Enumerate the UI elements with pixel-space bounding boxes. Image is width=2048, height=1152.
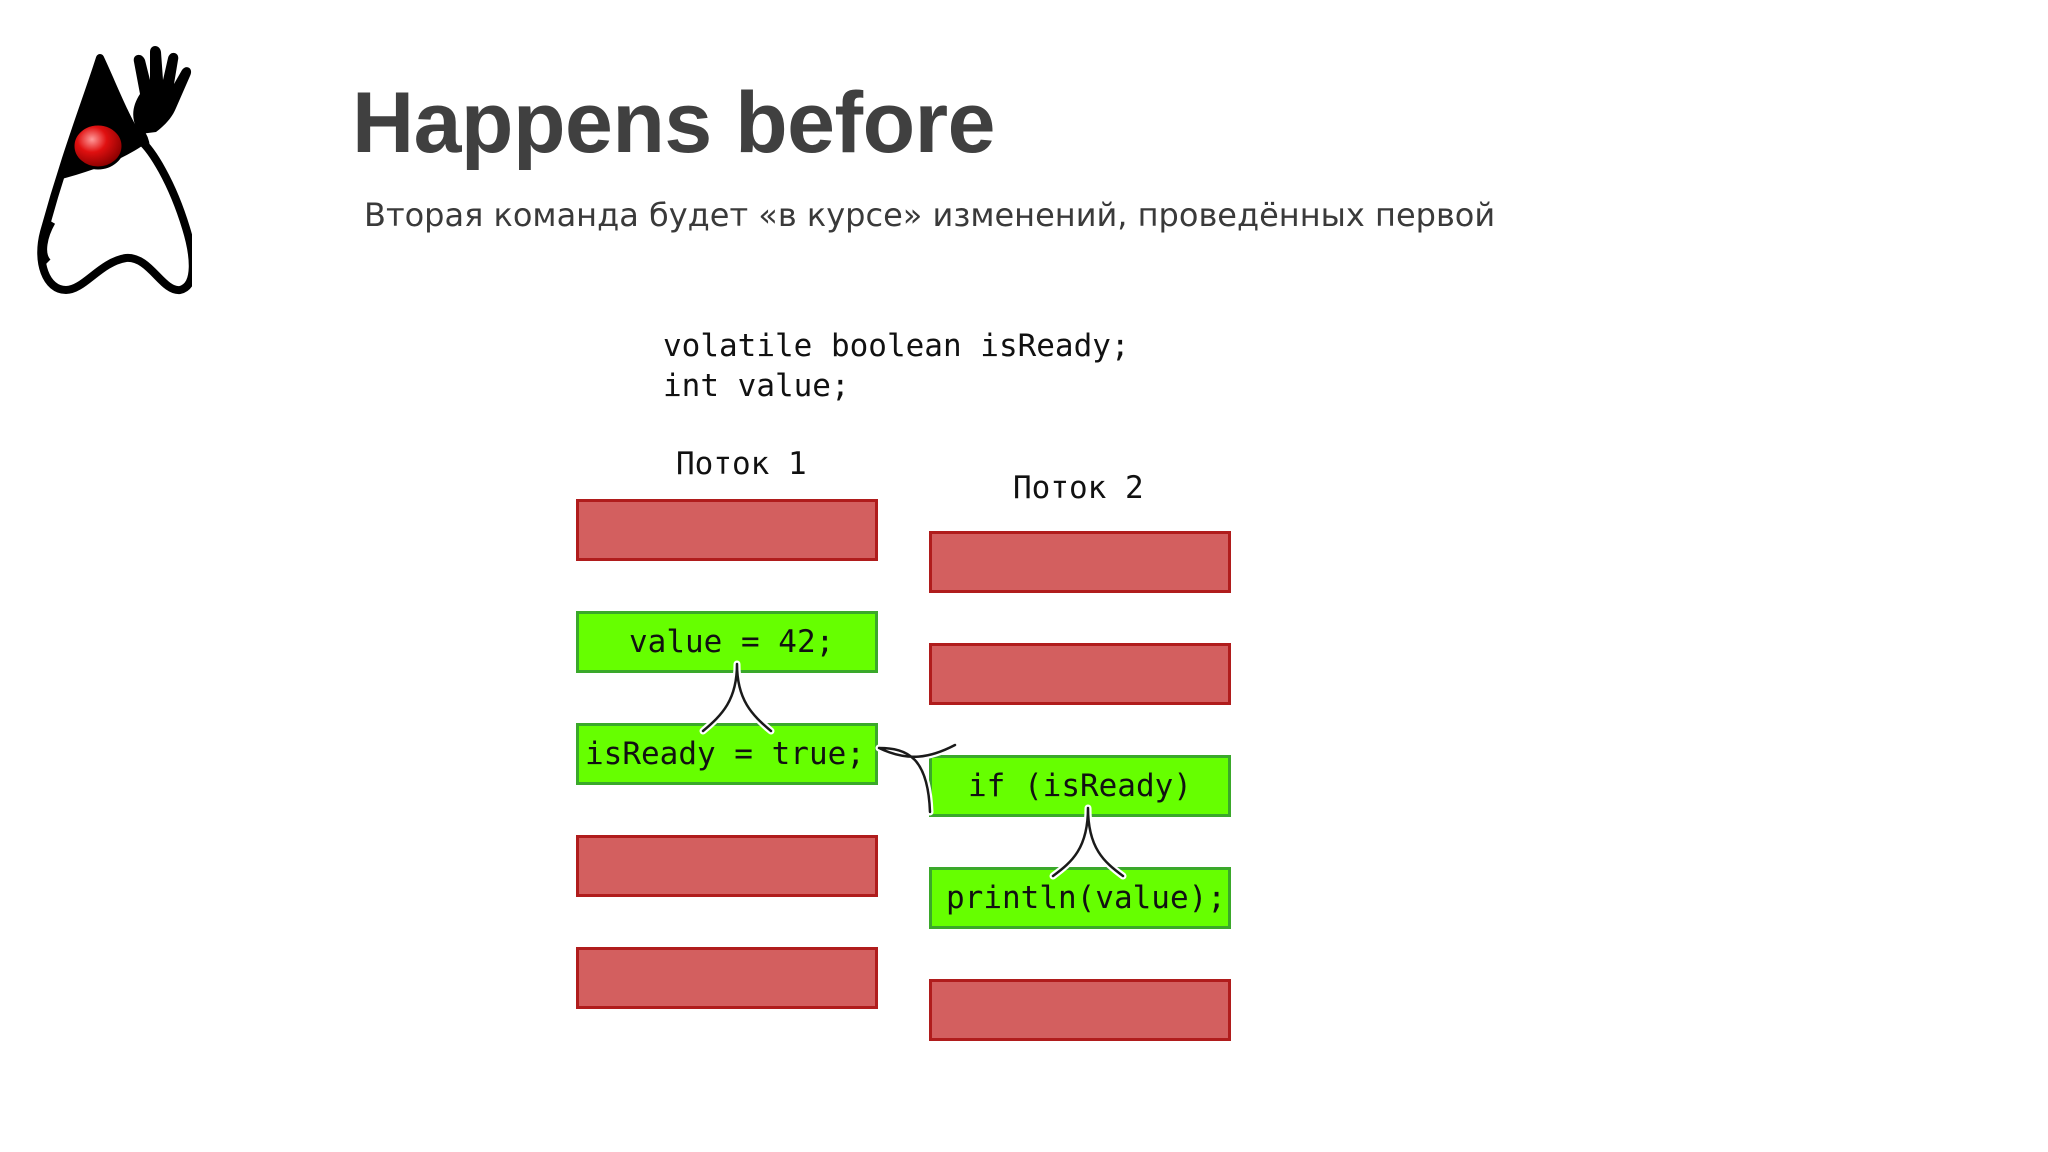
edge-isready-write-to-read xyxy=(877,743,957,814)
slide-title: Happens before xyxy=(352,75,995,171)
slide-subtitle: Вторая команда будет «в курсе» изменений… xyxy=(364,196,1496,234)
thread-1-step-2: value = 42; xyxy=(576,611,878,673)
thread-2-step-4: println(value); xyxy=(929,867,1231,929)
code-line-value-declaration: int value; xyxy=(663,368,850,404)
thread-2-step-2 xyxy=(929,643,1231,705)
thread-1-step-1 xyxy=(576,499,878,561)
thread-2-step-5 xyxy=(929,979,1231,1041)
java-duke-mascot-icon xyxy=(37,46,192,294)
thread-2-step-1 xyxy=(929,531,1231,593)
edge-value-to-isready xyxy=(701,662,773,733)
edge-if-to-println xyxy=(1051,806,1125,878)
thread-2-step-3: if (isReady) xyxy=(929,755,1231,817)
thread-1-step-4 xyxy=(576,835,878,897)
thread-1-label: Поток 1 xyxy=(676,446,807,482)
thread-1-step-3: isReady = true; xyxy=(576,723,878,785)
code-line-volatile-declaration: volatile boolean isReady; xyxy=(663,328,1130,364)
thread-2-label: Поток 2 xyxy=(1013,470,1144,506)
thread-1-step-5 xyxy=(576,947,878,1009)
